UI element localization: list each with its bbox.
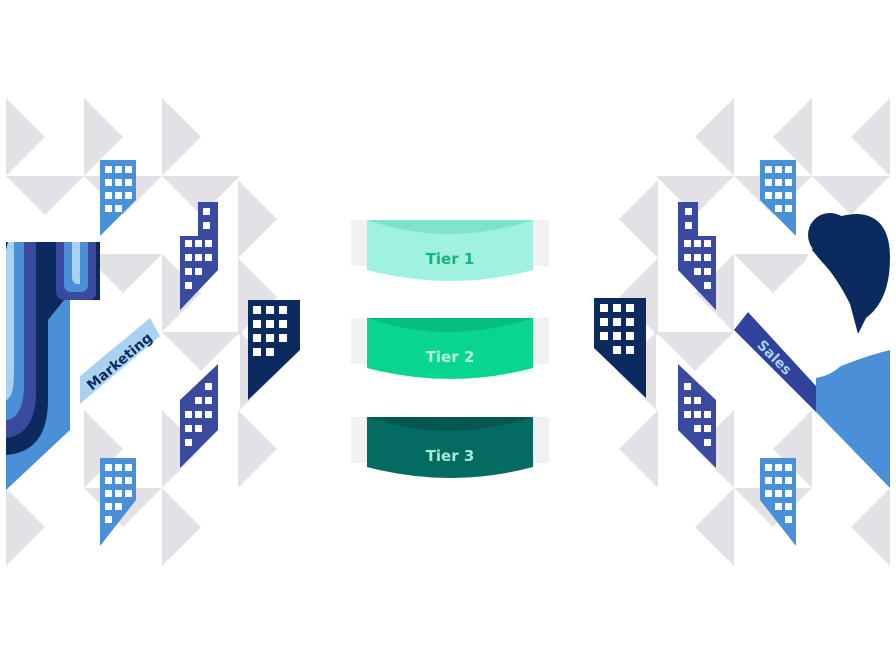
marketing-banner: Marketing bbox=[80, 318, 160, 404]
left-person-illustration bbox=[6, 242, 120, 490]
tier-label: Tier 1 bbox=[426, 250, 475, 268]
tier-fold bbox=[367, 417, 533, 431]
marketing-label: Marketing bbox=[84, 330, 156, 394]
right-person-illustration bbox=[790, 213, 890, 488]
tier-label: Tier 2 bbox=[426, 348, 475, 366]
left-building-bottom bbox=[100, 458, 136, 546]
left-building-top bbox=[100, 160, 136, 236]
tier-ribbon bbox=[367, 318, 533, 379]
tier-ribbon bbox=[367, 220, 533, 281]
right-building-tall bbox=[678, 202, 716, 310]
sales-banner: Sales bbox=[734, 312, 816, 412]
tier-ribbon bbox=[367, 417, 533, 478]
left-building-lower bbox=[180, 364, 218, 468]
right-building-lower bbox=[678, 364, 716, 468]
right-building-top bbox=[760, 160, 796, 236]
left-building-tall bbox=[180, 202, 218, 310]
tier-label: Tier 3 bbox=[426, 447, 475, 465]
tier-3: Tier 3 bbox=[351, 417, 549, 478]
tier-fold bbox=[367, 220, 533, 234]
right-building-bottom bbox=[760, 458, 796, 546]
tier-fold bbox=[367, 318, 533, 332]
tier-2: Tier 2 bbox=[351, 318, 549, 379]
right-building-dark bbox=[594, 298, 646, 398]
tier-list: Tier 1 Tier 2 Tier 3 bbox=[351, 220, 549, 478]
tier-1: Tier 1 bbox=[351, 220, 549, 281]
left-building-dark bbox=[248, 300, 300, 400]
